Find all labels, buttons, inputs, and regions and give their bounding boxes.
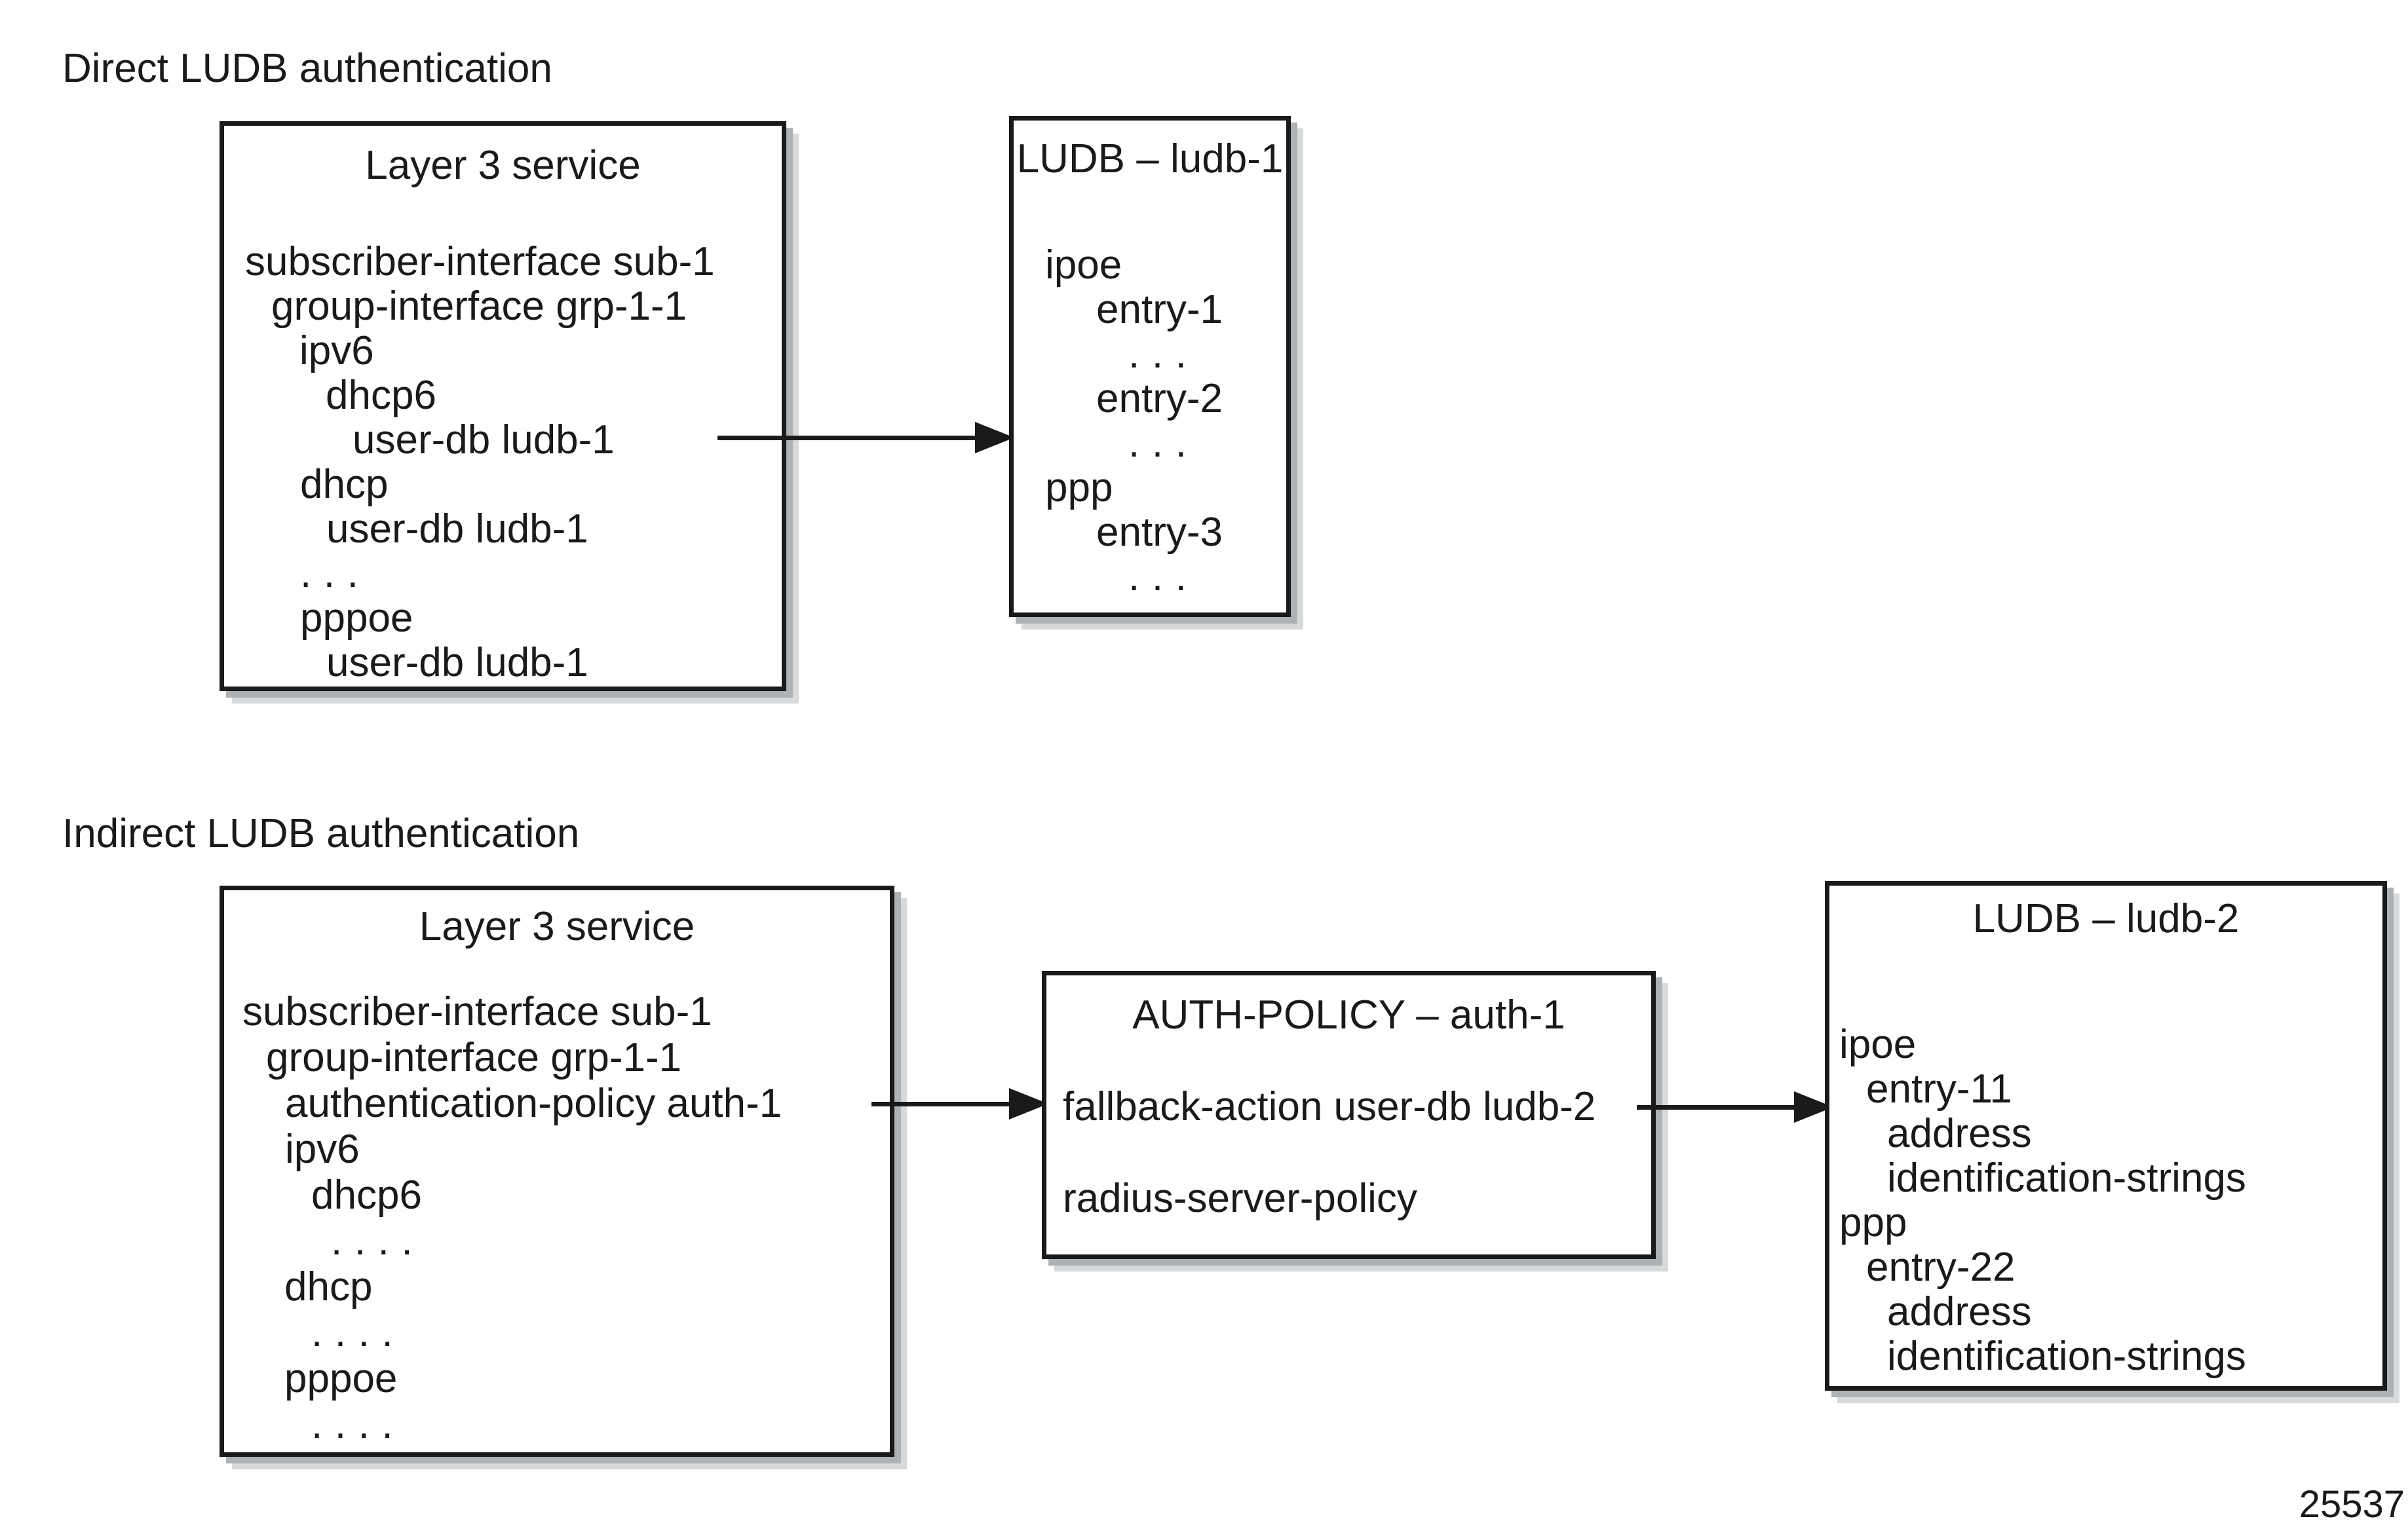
config-line-ellipsis: ...	[1128, 554, 1199, 599]
auth-policy-box: AUTH-POLICY – auth-1 fallback-action use…	[1042, 971, 1656, 1259]
config-line: entry-3	[1096, 510, 1223, 555]
config-line: pppoe	[300, 595, 413, 641]
config-line: ppp	[1839, 1200, 1907, 1245]
config-line: subscriber-interface sub-1	[242, 989, 712, 1034]
config-line-ellipsis: ...	[300, 551, 371, 596]
box-title: Layer 3 service	[419, 904, 695, 949]
config-line: authentication-policy auth-1	[285, 1081, 782, 1126]
config-line-ellipsis: ...	[1128, 421, 1199, 466]
config-line: entry-11	[1866, 1066, 2012, 1112]
config-line: subscriber-interface sub-1	[245, 239, 715, 284]
figure-number: 25537	[2299, 1483, 2405, 1525]
config-line: radius-server-policy	[1063, 1176, 1417, 1221]
config-line: ipv6	[299, 328, 374, 373]
config-line: dhcp	[300, 462, 389, 507]
config-line: address	[1887, 1289, 2032, 1334]
config-line: dhcp6	[326, 373, 436, 418]
config-line: ipoe	[1045, 242, 1122, 288]
layer3-service-box-direct: Layer 3 service subscriber-interface sub…	[220, 121, 786, 691]
arrow-shaft	[1637, 1105, 1795, 1110]
box-title: AUTH-POLICY – auth-1	[1132, 992, 1565, 1038]
config-line: ipoe	[1839, 1022, 1917, 1067]
config-line: identification-strings	[1887, 1156, 2246, 1201]
config-line: pppoe	[284, 1356, 398, 1401]
box-title: Layer 3 service	[365, 143, 641, 188]
config-line: group-interface grp-1-1	[266, 1035, 682, 1080]
box-title: LUDB – ludb-1	[1016, 136, 1284, 181]
config-line-ellipsis: ...	[1128, 331, 1199, 377]
config-line: entry-1	[1096, 287, 1223, 332]
config-line: user-db ludb-1	[353, 417, 615, 462]
config-line: ipv6	[285, 1127, 360, 1172]
config-line: dhcp6	[311, 1173, 422, 1218]
config-line-ellipsis: ....	[311, 1310, 406, 1355]
arrow-shaft	[717, 436, 980, 440]
config-line: ppp	[1045, 465, 1113, 510]
section-title-indirect: Indirect LUDB authentication	[62, 811, 580, 856]
config-line: dhcp	[284, 1264, 373, 1309]
ludb2-box: LUDB – ludb-2 ipoe entry-11 address iden…	[1825, 881, 2387, 1391]
config-line: identification-strings	[1887, 1334, 2246, 1379]
config-line: entry-2	[1096, 376, 1223, 421]
layer3-service-box-indirect: Layer 3 service subscriber-interface sub…	[220, 886, 894, 1457]
section-title-direct: Direct LUDB authentication	[62, 46, 552, 91]
arrow-shaft	[871, 1102, 1010, 1106]
config-line-ellipsis: ....	[311, 1402, 406, 1447]
box-title: LUDB – ludb-2	[1972, 896, 2240, 941]
right-arrowhead-icon	[975, 422, 1014, 453]
config-line: entry-22	[1866, 1245, 2016, 1290]
config-line: address	[1887, 1111, 2032, 1156]
config-line: fallback-action user-db ludb-2	[1063, 1084, 1596, 1129]
config-line: user-db ludb-1	[326, 506, 588, 552]
config-line: user-db ludb-1	[326, 640, 588, 685]
config-line-ellipsis: ....	[331, 1218, 425, 1264]
config-line: group-interface grp-1-1	[271, 284, 687, 329]
ludb1-box: LUDB – ludb-1 ipoe entry-1 ... entry-2 .…	[1009, 116, 1291, 617]
